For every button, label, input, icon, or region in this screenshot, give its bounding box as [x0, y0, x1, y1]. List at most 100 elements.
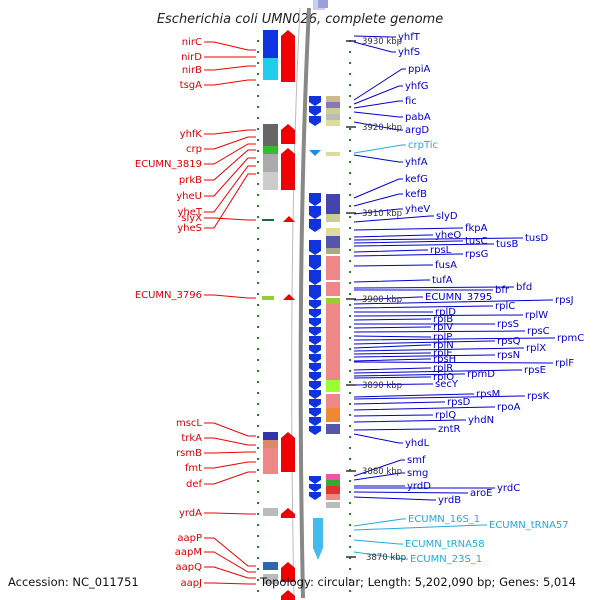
- right-tick: [349, 403, 351, 405]
- right-leader-line: [353, 373, 465, 377]
- right-tick: [349, 513, 351, 515]
- right-tick: [349, 315, 351, 317]
- left-tick: [257, 183, 259, 185]
- right-gene-box: [326, 108, 340, 114]
- right-gene-box: [326, 394, 340, 408]
- left-gene-box: [263, 574, 278, 584]
- right-gene-arrow: [309, 492, 321, 500]
- left-tick: [257, 73, 259, 75]
- left-tick: [257, 447, 259, 449]
- right-tick: [349, 106, 351, 108]
- left-gene-label: yheU: [176, 191, 202, 202]
- right-leader-line: [353, 361, 553, 364]
- right-gene-label: fusA: [435, 260, 457, 271]
- left-gene-arrow: [281, 590, 295, 600]
- right-gene-box: [326, 282, 340, 296]
- left-gene-label: yhfK: [180, 129, 203, 140]
- left-leader-line: [204, 461, 256, 469]
- right-gene-label: rpsM: [476, 389, 500, 400]
- left-gene-box: [263, 562, 278, 570]
- right-gene-label: tufA: [432, 275, 453, 286]
- right-gene-label: rpsC: [527, 326, 550, 337]
- right-gene-box: [326, 114, 340, 120]
- right-leader-line: [353, 551, 408, 560]
- right-gene-label: yhdL: [405, 438, 430, 449]
- right-tick: [349, 546, 351, 548]
- right-gene-label: rpsS: [497, 319, 519, 330]
- right-tick: [349, 216, 351, 218]
- right-leader-line: [353, 41, 396, 53]
- left-gene-arrow: [281, 148, 295, 190]
- left-gene-label: ECUMN_3796: [135, 290, 202, 301]
- left-gene-arrow: [281, 562, 295, 582]
- right-leader-line: [353, 208, 403, 215]
- feature-layer: [262, 30, 340, 600]
- right-gene-label: rpsJ: [555, 295, 574, 306]
- right-tick: [349, 568, 351, 570]
- left-gene-label: yheS: [177, 223, 202, 234]
- right-gene-label: rpsL: [430, 245, 452, 256]
- left-tick: [257, 282, 259, 284]
- right-gene-box: [326, 214, 340, 222]
- gene-labels: nirCnirDnirBtsgAyhfKcrpECUMN_3819prkByhe…: [135, 32, 584, 589]
- left-gene-label: nirB: [182, 65, 202, 76]
- right-leader-line: [353, 249, 428, 253]
- left-tick: [257, 271, 259, 273]
- right-leader-line: [353, 539, 403, 545]
- right-tick: [349, 51, 351, 53]
- left-gene-label: aapQ: [176, 562, 203, 573]
- left-tick: [257, 337, 259, 339]
- backbone-layer: [257, 0, 351, 599]
- left-gene-label: yrdA: [179, 508, 202, 519]
- left-leader-line: [204, 294, 256, 299]
- right-leader-line: [353, 376, 431, 379]
- right-leader-line: [353, 414, 433, 417]
- right-leader-line: [353, 111, 403, 118]
- right-gene-box: [326, 474, 340, 480]
- right-gene-arrow: [309, 354, 321, 363]
- right-gene-box: [326, 494, 340, 500]
- kbp-label: 3920 kbp: [362, 123, 402, 133]
- left-tick: [257, 579, 259, 581]
- left-gene-box: [263, 146, 278, 154]
- left-tick: [257, 359, 259, 361]
- right-gene-box: [326, 502, 340, 508]
- left-tick: [257, 227, 259, 229]
- right-tick: [349, 183, 351, 185]
- right-leader-line: [353, 496, 436, 501]
- right-tick: [349, 326, 351, 328]
- right-gene-arrow: [309, 336, 321, 345]
- right-gene-label: rpsE: [524, 365, 546, 376]
- left-tick: [257, 557, 259, 559]
- left-tick: [257, 491, 259, 493]
- left-tick: [257, 51, 259, 53]
- right-gene-arrow: [309, 255, 321, 270]
- right-gene-label: rplP: [433, 332, 452, 343]
- right-leader-line: [353, 401, 445, 405]
- right-tick: [349, 348, 351, 350]
- right-gene-box: [326, 194, 340, 214]
- left-tick: [257, 117, 259, 119]
- left-gene-box: [263, 432, 278, 440]
- left-leader-line: [204, 437, 256, 446]
- right-leader-line: [353, 352, 431, 355]
- right-gene-label: rplO: [433, 372, 454, 383]
- right-leader-line: [353, 337, 555, 341]
- left-gene-label: ECUMN_3819: [135, 159, 202, 170]
- top-edge-feature-2: [318, 0, 328, 8]
- right-leader-line: [353, 428, 436, 431]
- right-gene-label: kefB: [405, 189, 427, 200]
- right-gene-arrow: [309, 96, 321, 106]
- right-tick: [349, 392, 351, 394]
- right-tick: [349, 480, 351, 482]
- right-tick: [349, 194, 351, 196]
- right-leader-line: [353, 279, 430, 283]
- right-gene-box: [326, 96, 340, 102]
- right-gene-label: rpsG: [465, 249, 488, 260]
- left-gene-box: [263, 440, 278, 448]
- right-gene-label: yhfG: [405, 81, 429, 92]
- right-tick: [349, 150, 351, 152]
- right-leader-line: [353, 518, 406, 527]
- right-gene-label: yhfS: [398, 47, 420, 58]
- kbp-label: 3900 kbp: [362, 295, 402, 305]
